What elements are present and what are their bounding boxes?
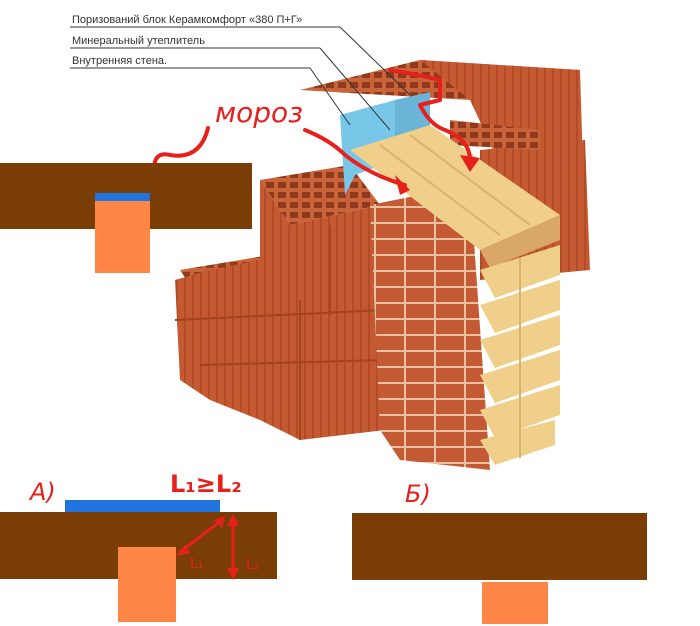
frost-label: мороз [215,96,304,129]
section-b-wall [352,513,647,580]
variant-a-label: А) [30,478,56,506]
block-top-right [450,120,540,150]
section-a-insulation [65,500,220,512]
section-b-inner-wall [482,582,548,624]
section-b [352,513,647,624]
callout-inner-wall: Внутренняя стена. [72,55,168,67]
arrowhead-icon [460,155,480,172]
facing-brick-top [350,125,560,250]
callout-insulation: Минеральный утеплитель [72,35,205,47]
section-top-insulation [95,193,150,201]
l2-label: L₂ [246,557,260,573]
frost-arrow-top [388,68,472,162]
arrowhead-icon [395,175,410,195]
block-face-left [175,180,385,440]
wall-illustration [174,60,590,470]
section-top-inner-wall [95,201,150,273]
l1-label: L₁ [190,556,204,572]
brick-toothing [480,245,560,465]
inequality-label: L₁≥L₂ [170,470,242,498]
l1-arrow [178,518,224,554]
brick-facing-wall [370,185,490,470]
section-top [0,163,252,273]
section-a [0,500,277,622]
callout-lines [70,26,411,131]
frost-arrow-left [303,128,407,187]
callout-block: Поризований блок Керамкомфорт «380 П+Г» [72,14,303,26]
section-a-inner-wall [118,547,176,622]
variant-b-label: Б) [405,480,431,508]
